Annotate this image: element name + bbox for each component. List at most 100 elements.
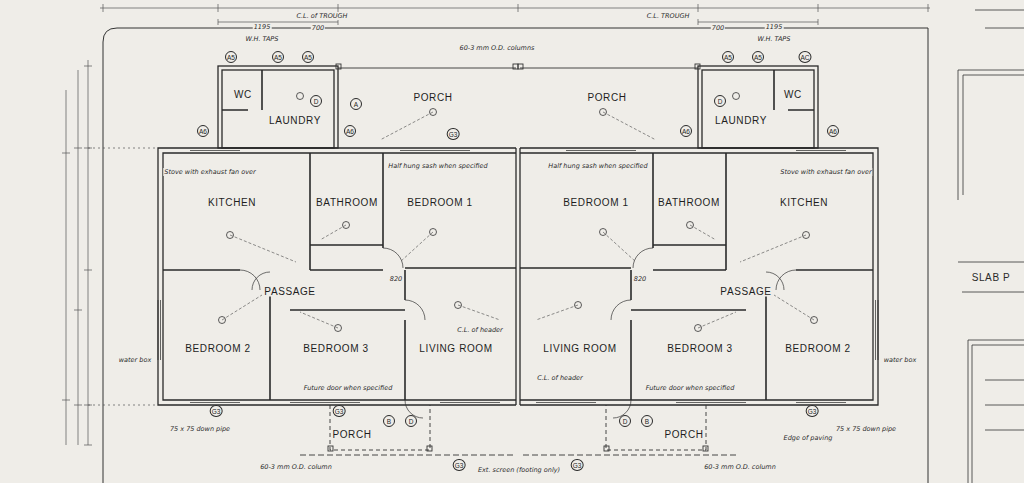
room-name: PORCH xyxy=(412,92,453,103)
annotation: Future door when specified xyxy=(303,384,394,392)
callout-tag: D xyxy=(714,95,726,107)
callout-tag: G3 xyxy=(333,405,346,417)
callout-tag: G3 xyxy=(571,459,584,471)
callout-tag: A5 xyxy=(722,51,734,63)
slab-plan-fragment xyxy=(958,262,1024,292)
room-name: BEDROOM 2 xyxy=(784,343,851,354)
slab-plan-fragment xyxy=(975,10,1024,28)
external-wall xyxy=(158,66,516,405)
annotation: C.L. of header xyxy=(536,374,584,382)
switch-wire xyxy=(222,295,262,320)
dimension-lines xyxy=(103,4,928,12)
room-name: BATHROOM xyxy=(657,197,721,208)
switch-wire xyxy=(230,235,296,262)
room-box: BEDROOM 1 xyxy=(385,153,516,268)
callout-tag: A6 xyxy=(344,125,356,137)
annotation: Stove with exhaust fan over xyxy=(163,168,256,176)
annotation: Half hung sash when specified xyxy=(547,162,648,170)
external-wall xyxy=(515,148,516,405)
room-box: BEDROOM 1 xyxy=(520,153,651,268)
switch-wire xyxy=(300,312,338,328)
room-name: WC xyxy=(233,89,253,100)
room-name: BEDROOM 1 xyxy=(562,197,629,208)
internal-wall xyxy=(163,70,516,400)
annotation: 700 xyxy=(311,24,325,32)
dimension-lines xyxy=(66,60,88,445)
room-box: WC xyxy=(774,70,816,110)
room-name: PASSAGE xyxy=(719,286,772,297)
callout-tag: A xyxy=(350,98,362,110)
dimension-lines xyxy=(100,8,930,9)
room-box: PORCH xyxy=(520,70,698,148)
annotation: 820 xyxy=(633,275,647,283)
room-name: LAUNDRY xyxy=(268,115,322,126)
room-box: PASSAGE xyxy=(631,272,796,310)
switch-wire xyxy=(320,225,346,240)
dimension-lines xyxy=(62,66,92,445)
slab-plan-fragment xyxy=(968,340,1024,483)
callout-tag: A6 xyxy=(197,125,209,137)
room-name: KITCHEN xyxy=(779,197,829,208)
annotation: 60-3 mm O.D. columns xyxy=(459,44,536,52)
light-point xyxy=(219,93,462,332)
internal-wall xyxy=(310,153,383,270)
porch-outline xyxy=(300,64,518,455)
external-wall xyxy=(158,148,516,405)
callout-tag: G3 xyxy=(806,405,819,417)
annotation: 700 xyxy=(711,24,725,32)
callout-tag: A5 xyxy=(302,51,314,63)
callout-tag: A5 xyxy=(225,51,237,63)
window-openings xyxy=(158,151,500,403)
room-box: LIVING ROOM xyxy=(405,270,516,400)
annotation: C.L. of TROUGH xyxy=(296,12,349,20)
callout-tag: G3 xyxy=(453,459,466,471)
callout-tag: B xyxy=(383,415,395,427)
room-box: BEDROOM 2 xyxy=(766,272,873,400)
annotation: C.L. TROUGH xyxy=(646,12,691,20)
callout-tag: D xyxy=(310,95,322,107)
slab-plan-fragment xyxy=(958,70,1024,200)
internal-wall xyxy=(222,70,262,110)
external-wall xyxy=(222,70,334,148)
internal-wall xyxy=(404,270,406,400)
porch-outline xyxy=(330,405,430,450)
annotation: Edge of paving xyxy=(783,434,834,442)
room-box: LAUNDRY xyxy=(262,70,338,148)
annotation: Ext. screen (footing only) xyxy=(477,466,561,474)
callout-tag: G3 xyxy=(447,128,460,140)
door-swing xyxy=(405,300,425,320)
porch-outline xyxy=(336,64,341,69)
annotation: 75 x 75 down pipe xyxy=(169,425,231,433)
door-swing xyxy=(240,248,425,418)
callout-tag: D xyxy=(405,415,417,427)
callout-tag: B xyxy=(641,415,653,427)
internal-wall xyxy=(270,290,405,400)
slab-plan-fragment xyxy=(985,380,1024,430)
porch-outline xyxy=(338,68,516,69)
porch-outline xyxy=(427,446,432,451)
annotation: 820 xyxy=(389,275,403,283)
room-name: LIVING ROOM xyxy=(418,343,493,354)
door-swing xyxy=(383,248,403,268)
room-name: BEDROOM 3 xyxy=(302,343,369,354)
annotation: 75 x 75 down pipe xyxy=(835,425,897,433)
annotation: 60-3 mm O.D. column xyxy=(703,463,777,471)
room-name: BEDROOM 3 xyxy=(666,343,733,354)
annotation: C.L. of header xyxy=(456,326,504,334)
switch-wire xyxy=(458,305,500,320)
door-swing xyxy=(240,270,260,290)
annotation: 1195 xyxy=(765,23,784,31)
room-box: PORCH xyxy=(606,405,706,450)
callout-tag: A5 xyxy=(752,51,764,63)
switch-wire xyxy=(400,232,433,262)
light-point xyxy=(297,93,304,100)
site-boundary xyxy=(103,28,928,483)
callout-tag: D xyxy=(619,415,631,427)
internal-wall xyxy=(405,267,516,269)
porch-outline xyxy=(513,64,518,69)
switch-wire xyxy=(380,112,433,140)
annotation: W.H. TAPS xyxy=(757,35,792,43)
room-box: LAUNDRY xyxy=(698,70,774,148)
room-name: LAUNDRY xyxy=(714,115,768,126)
